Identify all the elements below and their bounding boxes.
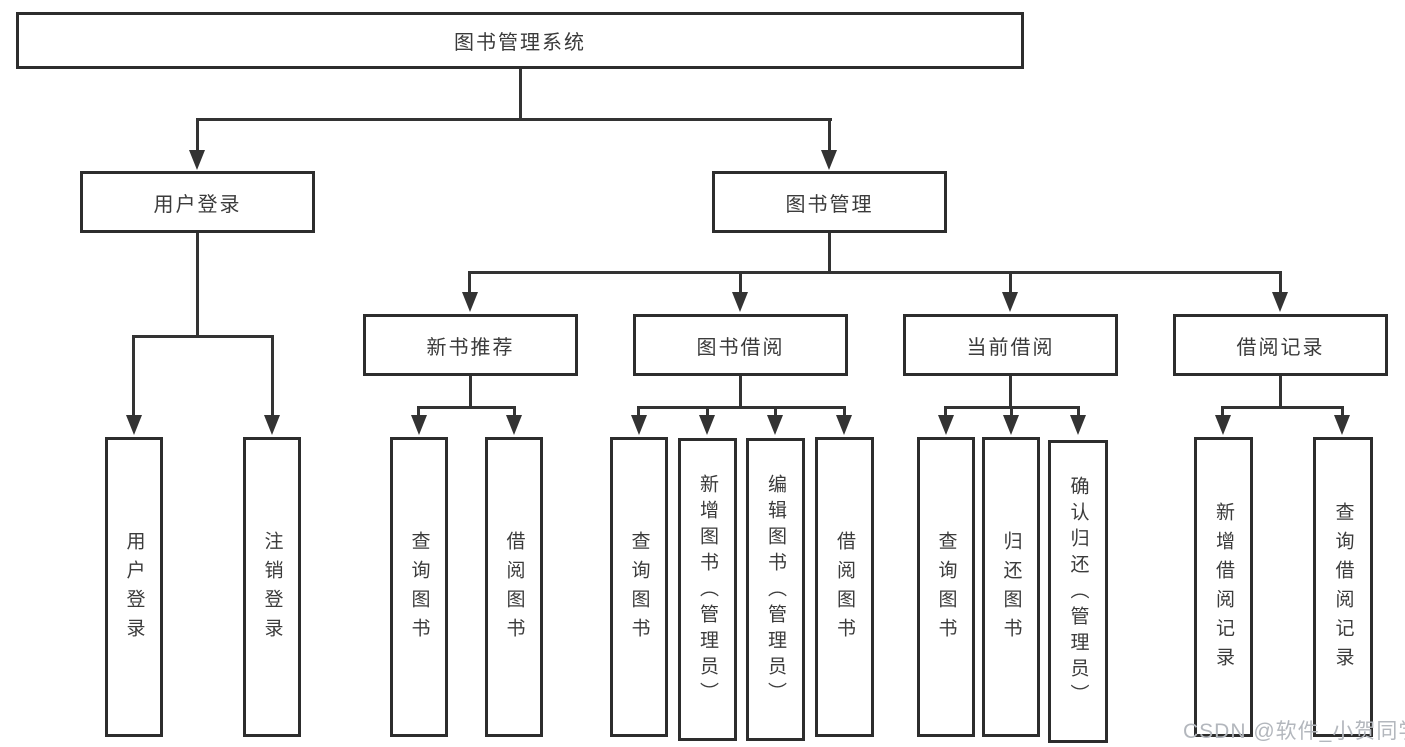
connector-line <box>828 233 831 274</box>
connector-line <box>706 406 709 418</box>
leaf-add-books-admin: 新增图书（管理员） <box>678 438 737 741</box>
leaf-borrow-books: 借阅图书 <box>815 437 874 737</box>
arrowhead-icon <box>1272 292 1288 312</box>
arrowhead-icon <box>189 150 205 170</box>
connector-line <box>196 118 199 154</box>
connector-line <box>469 376 472 409</box>
leaf-confirm-return-admin: 确认归还（管理员） <box>1048 440 1108 743</box>
connector-line <box>843 406 846 418</box>
arrowhead-icon <box>732 292 748 312</box>
arrowhead-icon <box>699 415 715 435</box>
arrowhead-icon <box>1002 292 1018 312</box>
leaf-user-login: 用户登录 <box>105 437 163 737</box>
connector-line <box>513 406 516 418</box>
node-current-borrow: 当前借阅 <box>903 314 1118 376</box>
connector-line <box>196 233 199 338</box>
csdn-watermark: CSDN @软件_小贺同学 <box>1183 720 1405 743</box>
arrowhead-icon <box>767 415 783 435</box>
arrowhead-icon <box>1070 415 1086 435</box>
node-new-book-recommend: 新书推荐 <box>363 314 578 376</box>
arrowhead-icon <box>264 415 280 435</box>
connector-line <box>132 335 274 338</box>
connector-line <box>417 406 516 409</box>
arrowhead-icon <box>1003 415 1019 435</box>
leaf-borrow-query-books: 查询图书 <box>610 437 668 737</box>
arrowhead-icon <box>821 150 837 170</box>
connector-line <box>468 271 1282 274</box>
leaf-current-query-books: 查询图书 <box>917 437 975 737</box>
connector-line <box>1221 406 1344 409</box>
connector-line <box>1279 376 1282 409</box>
leaf-return-books: 归还图书 <box>982 437 1040 737</box>
connector-line <box>637 406 846 409</box>
connector-line <box>637 406 640 418</box>
arrowhead-icon <box>836 415 852 435</box>
arrowhead-icon <box>1334 415 1350 435</box>
connector-line <box>739 376 742 409</box>
arrowhead-icon <box>631 415 647 435</box>
connector-line <box>1279 271 1282 295</box>
connector-line <box>1221 406 1224 418</box>
connector-line <box>774 406 777 418</box>
leaf-logout: 注销登录 <box>243 437 301 737</box>
arrowhead-icon <box>1215 415 1231 435</box>
connector-line <box>1077 406 1080 418</box>
arrowhead-icon <box>411 415 427 435</box>
leaf-recommend-query-books: 查询图书 <box>390 437 448 737</box>
connector-line <box>468 271 471 295</box>
leaf-query-borrow-record: 查询借阅记录 <box>1313 437 1373 737</box>
connector-line <box>1341 406 1344 418</box>
connector-line <box>944 406 947 418</box>
connector-line <box>1009 376 1012 409</box>
node-book-borrow: 图书借阅 <box>633 314 848 376</box>
leaf-recommend-borrow-books: 借阅图书 <box>485 437 543 737</box>
connector-line <box>1009 271 1012 295</box>
node-borrow-records: 借阅记录 <box>1173 314 1388 376</box>
leaf-add-borrow-record: 新增借阅记录 <box>1194 437 1253 737</box>
node-user-login: 用户登录 <box>80 171 315 233</box>
arrowhead-icon <box>126 415 142 435</box>
arrowhead-icon <box>506 415 522 435</box>
connector-line <box>417 406 420 418</box>
connector-line <box>271 335 274 417</box>
connector-line <box>1010 406 1013 418</box>
arrowhead-icon <box>462 292 478 312</box>
connector-line <box>519 69 522 120</box>
node-root: 图书管理系统 <box>16 12 1024 69</box>
arrowhead-icon <box>938 415 954 435</box>
connector-line <box>739 271 742 295</box>
leaf-edit-books-admin: 编辑图书（管理员） <box>746 438 805 741</box>
connector-line <box>196 118 832 121</box>
node-book-management: 图书管理 <box>712 171 947 233</box>
connector-line <box>132 335 135 417</box>
connector-line <box>828 118 831 154</box>
